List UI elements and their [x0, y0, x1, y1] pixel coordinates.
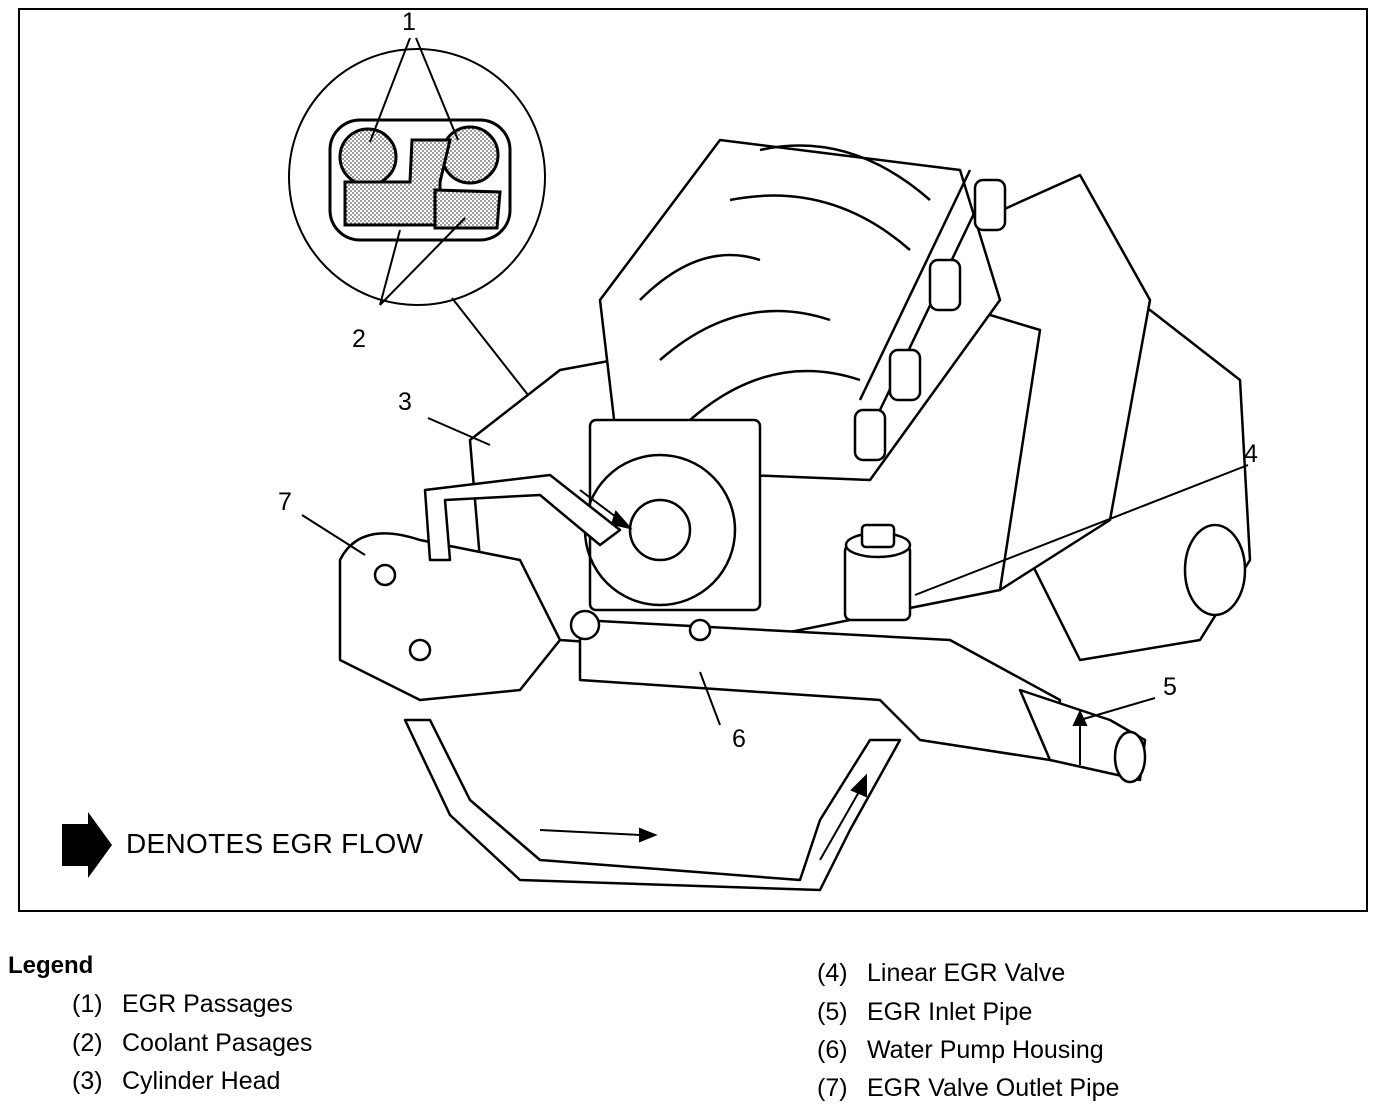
- diagram-frame: [18, 8, 1368, 912]
- legend-item: (7)EGR Valve Outlet Pipe: [817, 1074, 1120, 1102]
- flow-arrow-icon: [62, 812, 112, 878]
- callout-6: 6: [732, 725, 746, 753]
- detail-inset: [288, 37, 721, 641]
- legend-item: (4)Linear EGR Valve: [817, 959, 1066, 987]
- flow-arrows: [539, 489, 1088, 861]
- coolant-passage-left: [343, 138, 452, 227]
- callout-leaders: [301, 417, 1249, 726]
- legend-item: (2)Coolant Pasages: [72, 1029, 313, 1057]
- callout-5: 5: [1163, 673, 1177, 701]
- callout-2: 2: [352, 325, 366, 353]
- callout-7: 7: [278, 488, 292, 516]
- callout-4: 4: [1244, 440, 1258, 468]
- callout-3: 3: [398, 388, 412, 416]
- egr-passage-left: [338, 127, 398, 187]
- engine-body: [338, 138, 1252, 892]
- callout-1: 1: [402, 8, 416, 36]
- egr-passage-right: [440, 125, 500, 185]
- legend-item: (1)EGR Passages: [72, 990, 293, 1018]
- legend-item: (6)Water Pump Housing: [817, 1036, 1104, 1064]
- legend-item: (3)Cylinder Head: [72, 1067, 281, 1095]
- coolant-passage-right: [433, 188, 502, 230]
- legend-title: Legend: [8, 952, 94, 979]
- flow-note: DENOTES EGR FLOW: [126, 828, 424, 859]
- legend-item: (5)EGR Inlet Pipe: [817, 998, 1033, 1026]
